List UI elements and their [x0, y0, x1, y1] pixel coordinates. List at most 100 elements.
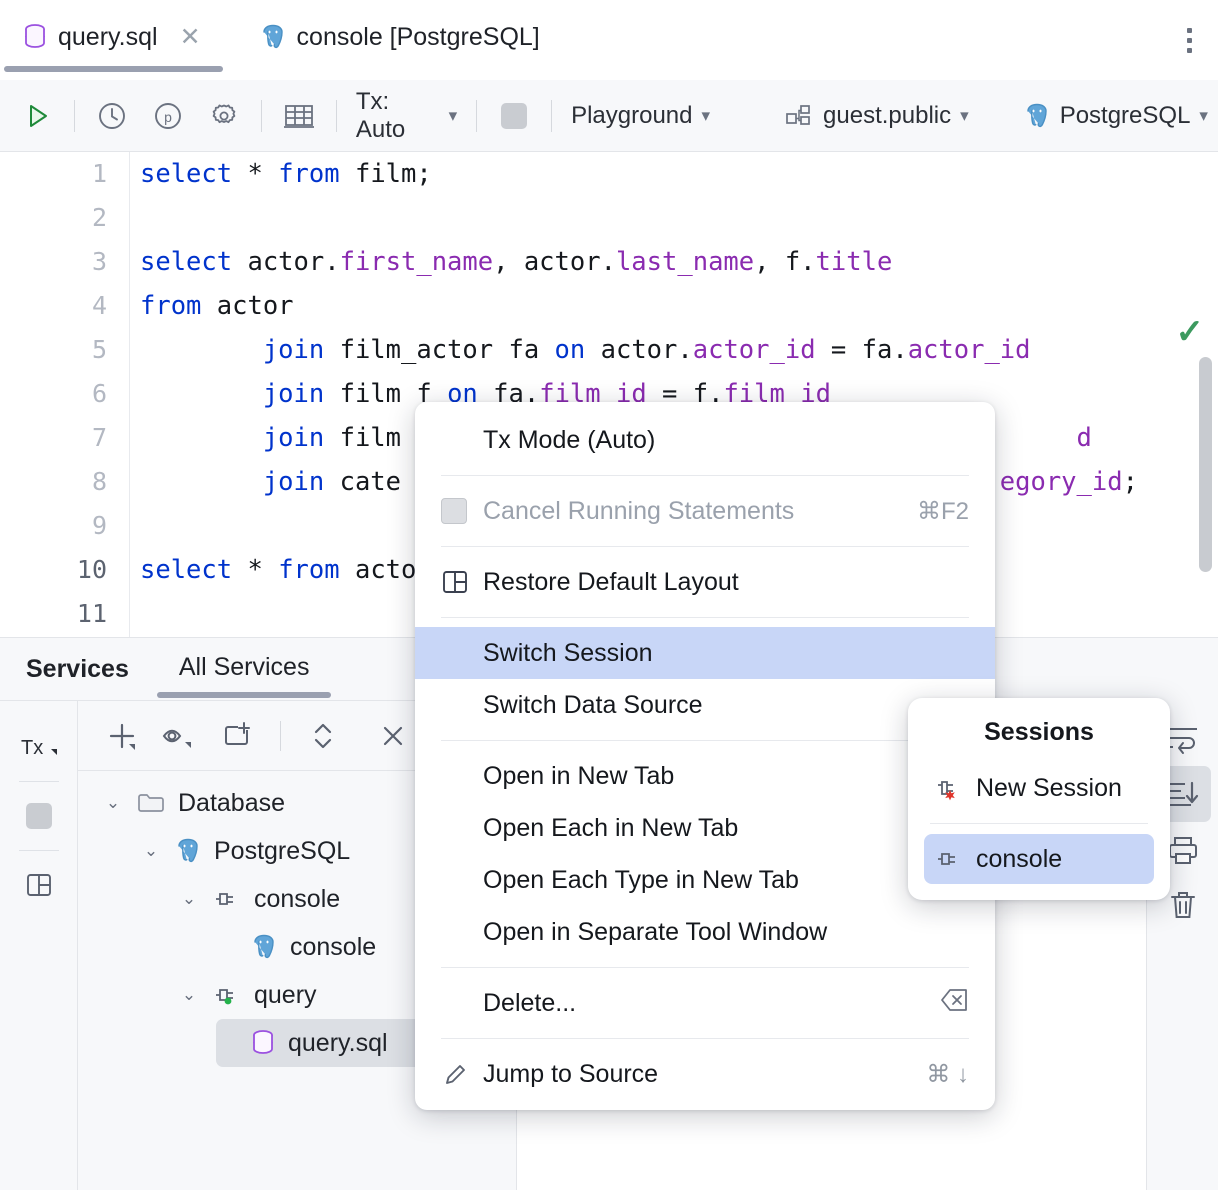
menu-item-switch-data-source[interactable]: Switch Data Source [415, 679, 995, 731]
menu-item-jump-to-source[interactable]: Jump to Source⌘ ↓ [415, 1048, 995, 1100]
chevron-down-icon[interactable]: ⌄ [181, 889, 197, 908]
new-tab-button[interactable] [212, 710, 264, 762]
chevron-down-icon[interactable]: ⌄ [105, 793, 121, 812]
sql-text: actor [201, 291, 294, 321]
session-label: console [976, 844, 1063, 873]
menu-item-restore-default-layout[interactable]: Restore Default Layout [415, 556, 995, 608]
session-plug-active-icon [216, 989, 233, 1005]
menu-item-open-in-separate-tool-window[interactable]: Open in Separate Tool Window [415, 906, 995, 958]
tree-node-console[interactable]: console [216, 923, 1204, 971]
menu-item-open-in-new-tab[interactable]: Open in New Tab [415, 750, 995, 802]
delete-key-icon [941, 988, 967, 1011]
tab-all-services[interactable]: All Services [156, 653, 331, 698]
menu-item-open-each-in-new-tab[interactable]: Open Each in New Tab [415, 802, 995, 854]
more-actions-icon[interactable] [1174, 20, 1204, 60]
code-line[interactable]: join cate egory_id; [131, 460, 1218, 504]
clear-all-button[interactable] [1155, 878, 1211, 934]
parameters-icon: p [155, 102, 181, 129]
database-file-icon [253, 1030, 273, 1054]
data-source-dropdown[interactable]: PostgreSQL ▾ [1013, 93, 1218, 139]
code-line[interactable]: from actor [131, 284, 1218, 328]
session-item-console[interactable]: console [924, 834, 1154, 884]
line-number: 7 [91, 423, 107, 452]
close-icon[interactable]: ✕ [179, 22, 201, 51]
layout-icon [26, 874, 51, 896]
sessions-title: Sessions [984, 718, 1094, 746]
gear-icon [212, 104, 236, 123]
chevron-down-icon[interactable]: ⌄ [143, 841, 159, 860]
menu-item-switch-session[interactable]: Switch Session [415, 627, 995, 679]
services-left-rail: Tx [0, 701, 78, 1190]
line-number: 5 [91, 335, 107, 364]
menu-item-delete[interactable]: Delete... [415, 977, 995, 1029]
sessions-popup[interactable]: Sessions New Session console [908, 698, 1170, 900]
stop-button[interactable] [11, 788, 67, 844]
schema-label: guest.public [823, 101, 952, 129]
divider [930, 823, 1148, 824]
line-number: 6 [91, 379, 107, 408]
show-hide-button[interactable] [154, 710, 206, 762]
collapse-all-button[interactable] [367, 710, 419, 762]
sql-keyword: select [140, 555, 233, 585]
menu-item-label: Open in Separate Tool Window [483, 917, 828, 946]
tab-console-postgresql[interactable]: console [PostgreSQL] [237, 0, 558, 74]
chevron-down-icon[interactable]: ⌄ [181, 985, 197, 1004]
scroll-to-end-icon [1168, 781, 1198, 806]
settings-button[interactable] [201, 93, 247, 139]
sql-column: actor_id [692, 335, 816, 365]
layout-button[interactable] [11, 857, 67, 913]
menu-item-open-each-type-in-new-tab[interactable]: Open Each Type in New Tab [415, 854, 995, 906]
sql-column: first_name [339, 247, 494, 277]
code-line[interactable]: select actor.first_name, actor.last_name… [131, 240, 1218, 284]
line-number: 3 [91, 247, 107, 276]
code-line[interactable]: select * from acto [131, 548, 1218, 592]
postgresql-icon [250, 933, 278, 961]
editor-tab-bar: query.sql ✕ console [PostgreSQL] [0, 0, 1218, 80]
editor-scrollbar[interactable] [1199, 357, 1212, 572]
menu-item-label: Restore Default Layout [483, 567, 739, 596]
stop-icon [25, 803, 52, 829]
tab-query-sql[interactable]: query.sql ✕ [0, 0, 223, 74]
code-line[interactable]: join film_actor fa on actor.actor_id = f… [131, 328, 1218, 372]
parameters-button[interactable]: p [145, 93, 191, 139]
sql-text: * [232, 159, 279, 189]
add-button[interactable] [96, 710, 148, 762]
new-session-item[interactable]: New Session [924, 763, 1154, 813]
code-line[interactable]: select * from film; [131, 152, 1218, 196]
sql-text: actor. [585, 335, 693, 365]
tree-node-postgresql[interactable]: ⌄PostgreSQL [140, 827, 1204, 875]
schema-dropdown[interactable]: guest.public ▾ [774, 93, 979, 139]
statement-ok-icon: ✓ [1175, 313, 1205, 351]
tx-button[interactable]: Tx [11, 719, 67, 775]
database-file-icon [250, 1029, 276, 1057]
tree-node-query[interactable]: ⌄ query [178, 971, 1204, 1019]
tree-node-label: query [254, 980, 317, 1009]
results-table-button[interactable] [276, 93, 322, 139]
schema-scope-dropdown[interactable]: Playground ▾ [561, 93, 720, 139]
menu-item-label: Open Each in New Tab [483, 813, 739, 842]
stop-button[interactable] [491, 93, 537, 139]
context-menu[interactable]: Tx Mode (Auto)Cancel Running Statements⌘… [415, 402, 995, 1110]
chevron-down-icon: ▾ [448, 105, 458, 125]
sql-column: last_name [615, 247, 755, 277]
line-number: 11 [76, 599, 107, 628]
tree-node-database[interactable]: ⌄Database [102, 779, 1204, 827]
sql-keyword: select [140, 247, 233, 277]
tx-mode-label: Tx: Auto [355, 87, 406, 143]
pencil-icon [446, 1065, 465, 1084]
tx-mode-dropdown[interactable]: Tx: Auto ▾ [346, 88, 467, 143]
history-button[interactable] [89, 93, 135, 139]
expand-collapse-button[interactable] [297, 710, 349, 762]
code-line[interactable]: join film d [131, 416, 1218, 460]
code-line[interactable] [131, 196, 1218, 240]
tree-node-label: query.sql [288, 1028, 388, 1057]
sql-text: film [324, 423, 402, 453]
new-session-icon [938, 781, 955, 801]
tree-node-console[interactable]: ⌄console [178, 875, 1204, 923]
menu-item-tx-mode-auto[interactable]: Tx Mode (Auto) [415, 414, 995, 466]
line-number: 2 [91, 203, 107, 232]
sql-text: film_actor fa [324, 335, 555, 365]
run-button[interactable] [14, 93, 60, 139]
